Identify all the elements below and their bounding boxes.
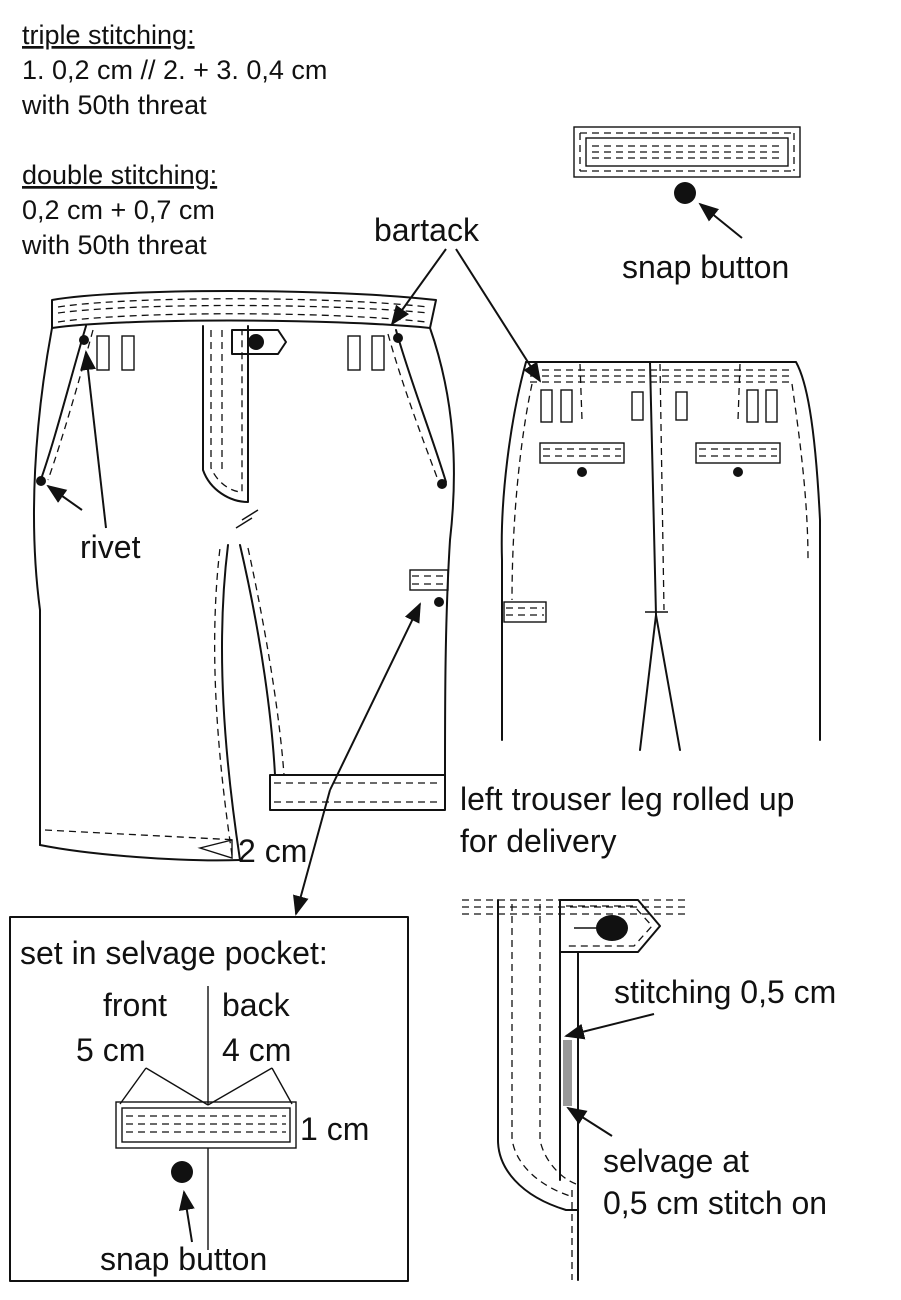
- back-view-shorts: [500, 361, 821, 751]
- double-stitching-line2: with 50th threat: [21, 230, 207, 260]
- selvage-label-line2: 0,5 cm stitch on: [603, 1185, 827, 1221]
- rivet-label: rivet: [80, 529, 141, 565]
- triple-stitching-heading: triple stitching:: [22, 20, 195, 50]
- back-measure: 4 cm: [222, 1032, 291, 1068]
- triple-stitching-line2: with 50th threat: [21, 90, 207, 120]
- front-label: front: [103, 987, 167, 1023]
- snap-pocket-detail: snap button: [573, 126, 801, 285]
- selvage-pocket-box: set in selvage pocket: front 5 cm back 4…: [9, 916, 409, 1282]
- back-label: back: [222, 987, 291, 1023]
- height-measure: 1 cm: [300, 1111, 369, 1147]
- snap-button-icon: [674, 182, 696, 204]
- double-stitching-line1: 0,2 cm + 0,7 cm: [22, 195, 215, 225]
- selvage-label-line1: selvage at: [603, 1143, 749, 1179]
- fly-detail: stitching 0,5 cm selvage at 0,5 cm stitc…: [462, 899, 836, 1281]
- triple-stitching-line1: 1. 0,2 cm // 2. + 3. 0,4 cm: [22, 55, 327, 85]
- bartack-label: bartack: [374, 212, 480, 248]
- snap-button-label-box: snap button: [100, 1241, 267, 1277]
- rolled-up-label-line2: for delivery: [460, 823, 617, 859]
- snap-button-label-top: snap button: [622, 249, 789, 285]
- stitching-label: stitching 0,5 cm: [614, 974, 836, 1010]
- pocket-box-title: set in selvage pocket:: [20, 935, 328, 971]
- front-view-shorts: [32, 290, 455, 862]
- spec-notes: triple stitching: 1. 0,2 cm // 2. + 3. 0…: [21, 20, 327, 260]
- rolled-up-label-line1: left trouser leg rolled up: [460, 781, 794, 817]
- hem-label: 2 cm: [238, 833, 307, 869]
- snap-button-icon: [171, 1161, 193, 1183]
- front-measure: 5 cm: [76, 1032, 145, 1068]
- double-stitching-heading: double stitching:: [22, 160, 217, 190]
